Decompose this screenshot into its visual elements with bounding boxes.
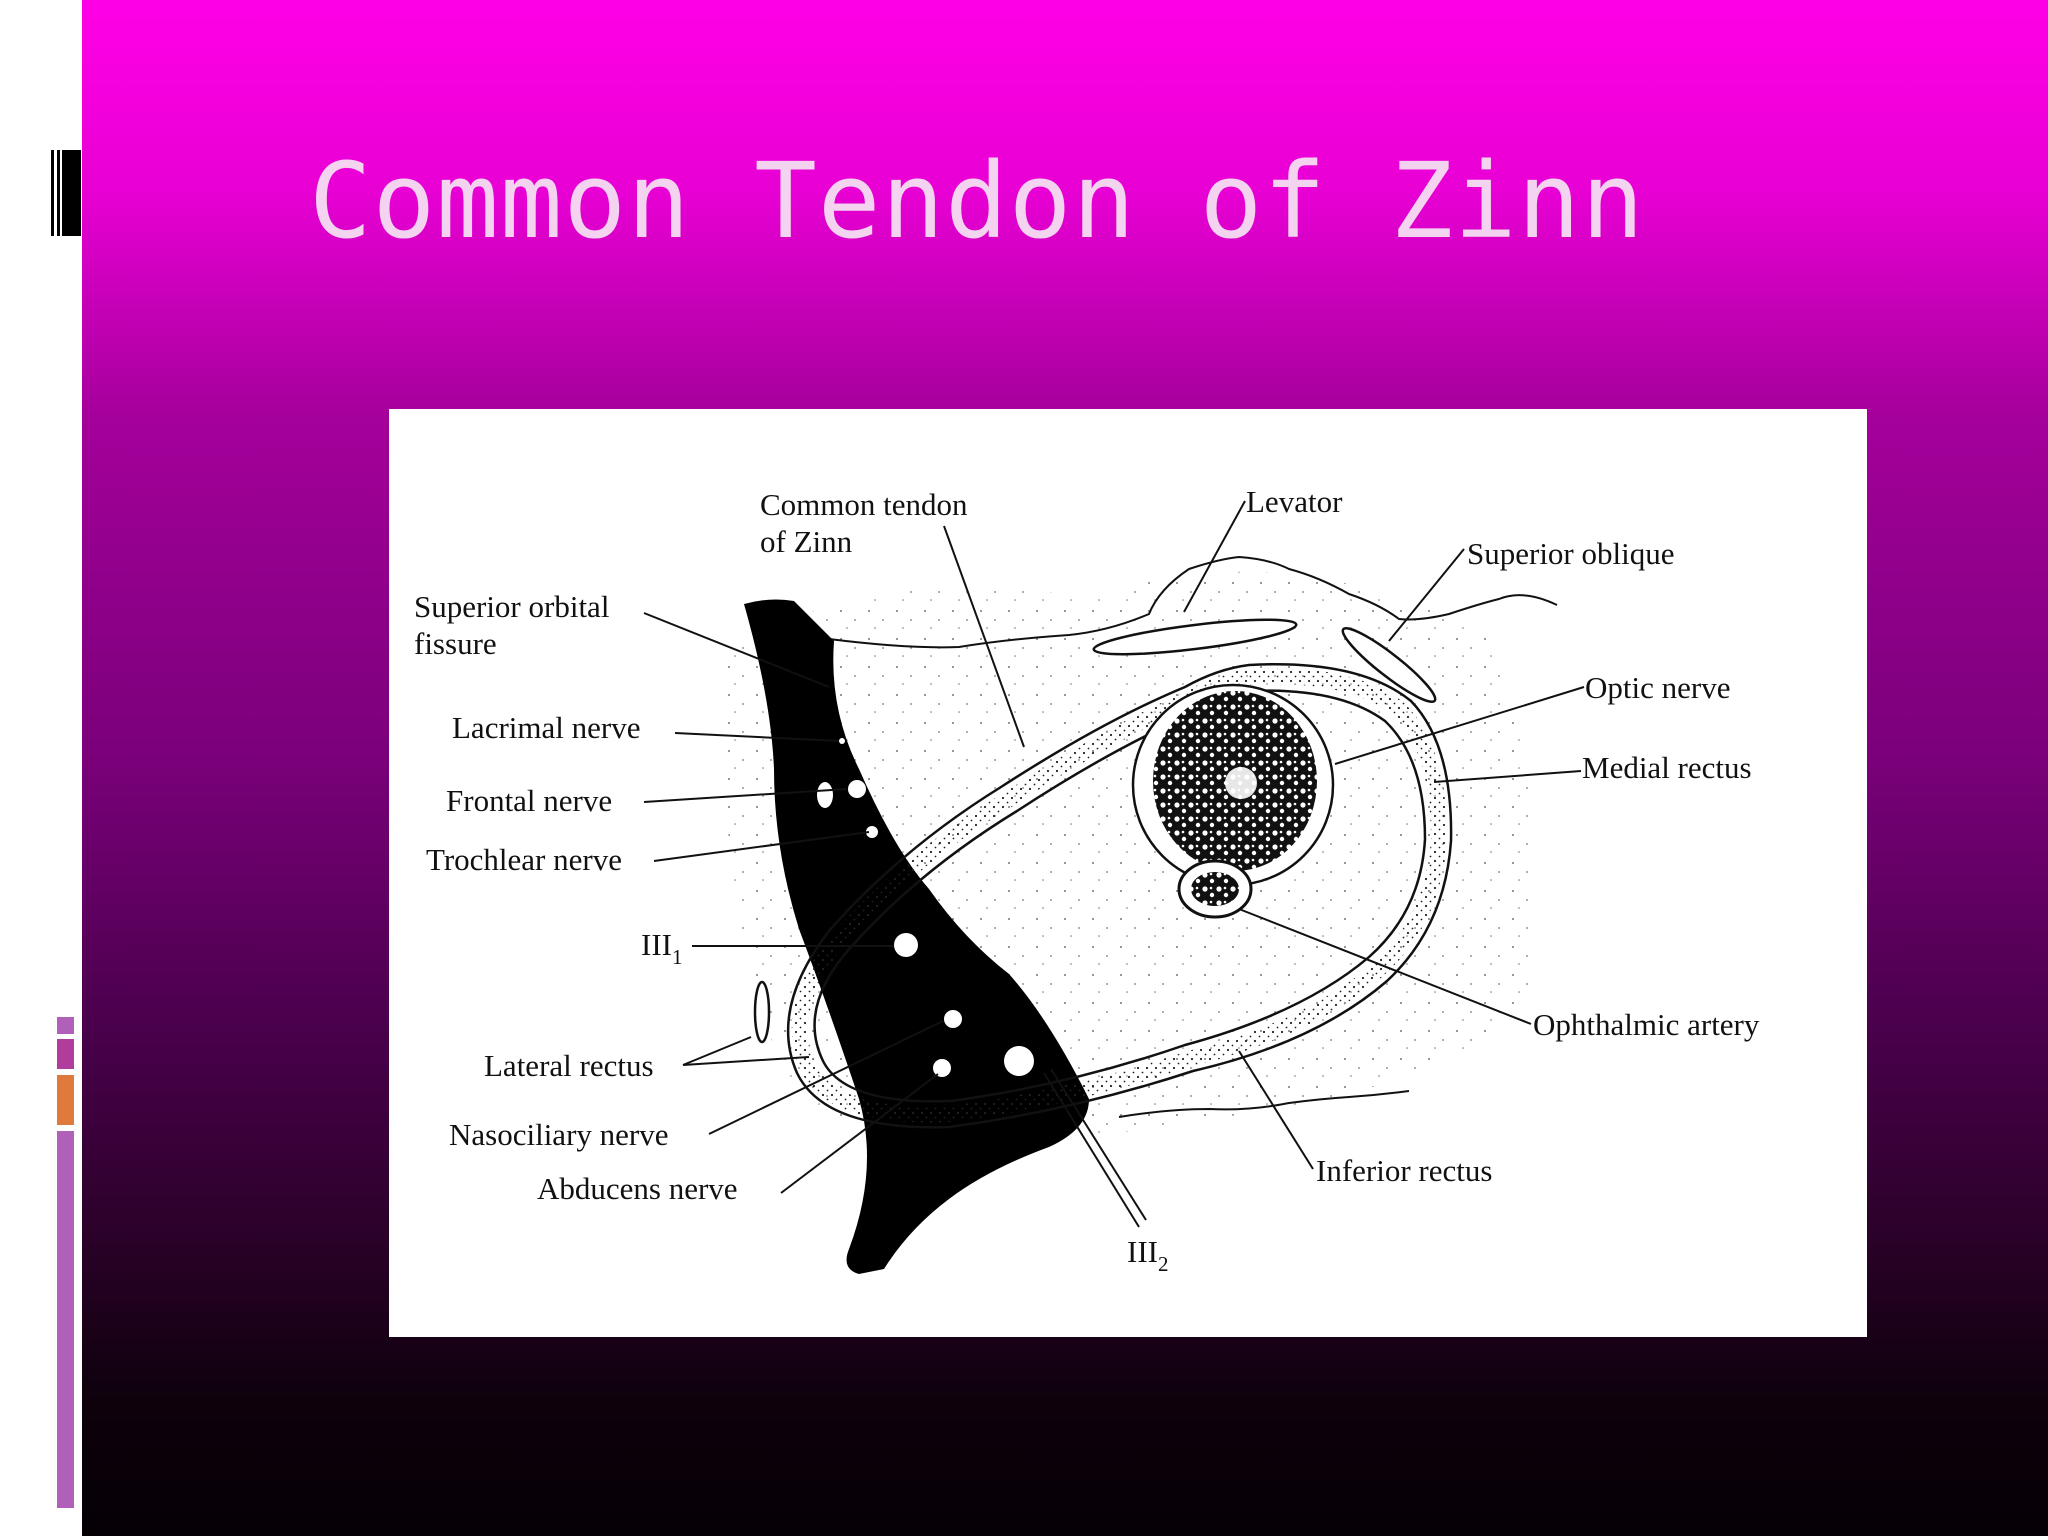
orbital-wall-lower bbox=[1118, 1090, 1410, 1118]
accent-bar-purple-small bbox=[57, 1017, 74, 1034]
label-of-zinn: of Zinn bbox=[760, 524, 853, 559]
label-superior-oblique: Superior oblique bbox=[1467, 536, 1675, 571]
iii2-nerve-dot bbox=[1004, 1046, 1034, 1076]
tendon-of-zinn-diagram: Common tendon of Zinn Levator Superior o… bbox=[414, 484, 1760, 1276]
label-frontal-nerve: Frontal nerve bbox=[446, 783, 612, 818]
lacrimal-nerve-dot bbox=[839, 738, 845, 744]
label-levator: Levator bbox=[1246, 484, 1343, 519]
label-trochlear-nerve: Trochlear nerve bbox=[426, 842, 622, 877]
frontal-nerve-dot bbox=[848, 780, 866, 798]
left-white-strip bbox=[0, 0, 82, 1536]
annulus-inner-edge bbox=[813, 689, 1427, 1103]
nasociliary-nerve-dot bbox=[944, 1010, 962, 1028]
label-superior-orbital: Superior orbital bbox=[414, 589, 609, 624]
label-inferior-rectus: Inferior rectus bbox=[1316, 1153, 1492, 1188]
label-iii1: III1 bbox=[641, 927, 682, 969]
accent-bar-purple-long bbox=[57, 1131, 74, 1508]
slide: Common Tendon of Zinn bbox=[82, 0, 2048, 1536]
label-iii2: III2 bbox=[1127, 1234, 1168, 1276]
orbital-wall-upper bbox=[828, 555, 1558, 649]
accent-bar-orange bbox=[57, 1075, 74, 1125]
lateral-rectus-head bbox=[753, 980, 771, 1044]
label-optic-nerve: Optic nerve bbox=[1585, 670, 1730, 705]
label-ophthalmic-artery: Ophthalmic artery bbox=[1533, 1007, 1760, 1042]
abducens-nerve-dot bbox=[933, 1059, 951, 1077]
decorative-accent-bars bbox=[48, 150, 81, 1508]
label-abducens-nerve: Abducens nerve bbox=[537, 1171, 738, 1206]
leader-lines bbox=[643, 500, 1585, 1228]
superior-oblique-muscle bbox=[1341, 627, 1437, 703]
label-medial-rectus: Medial rectus bbox=[1582, 750, 1752, 785]
top-stripes-icon bbox=[48, 150, 81, 236]
label-nasociliary-nerve: Nasociliary nerve bbox=[449, 1117, 668, 1152]
trochlear-nerve-dot bbox=[866, 826, 878, 838]
annulus-outer-edge bbox=[786, 663, 1453, 1129]
label-fissure: fissure bbox=[414, 626, 497, 661]
levator-muscle bbox=[1092, 618, 1298, 656]
anatomy-figure: Common tendon of Zinn Levator Superior o… bbox=[389, 409, 1867, 1337]
iii1-nerve-dot bbox=[894, 933, 918, 957]
accent-bar-magenta bbox=[57, 1039, 74, 1069]
label-lacrimal-nerve: Lacrimal nerve bbox=[452, 710, 640, 745]
slide-title: Common Tendon of Zinn bbox=[309, 140, 1645, 262]
label-common-tendon: Common tendon bbox=[760, 487, 968, 522]
label-lateral-rectus: Lateral rectus bbox=[484, 1048, 654, 1083]
annulus-of-zinn-ring bbox=[791, 668, 1448, 1123]
